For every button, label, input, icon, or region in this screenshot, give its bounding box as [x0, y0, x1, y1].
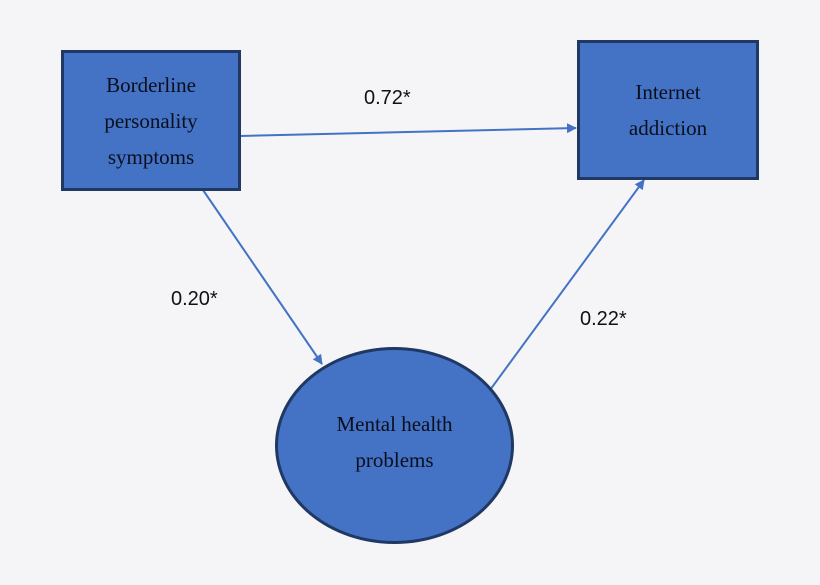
coefficient-borderline-mental: 0.20* — [171, 288, 218, 310]
node-label-line: Borderline — [106, 72, 196, 97]
coefficient-mental-internet: 0.22* — [580, 308, 627, 330]
node-label-line: problems — [355, 447, 434, 472]
node-label-line: symptoms — [107, 144, 195, 169]
node-mental-health-problems: Mental health problems — [275, 347, 514, 544]
node-borderline-personality-symptoms: Borderline personality symptoms — [61, 50, 241, 191]
node-label-line: Internet — [635, 80, 701, 104]
edge-mental-to-internet — [489, 179, 645, 391]
edge-borderline-to-mental — [202, 189, 323, 365]
node-label-line: addiction — [628, 116, 708, 140]
node-internet-addiction: Internet addiction — [577, 40, 759, 180]
coefficient-borderline-internet: 0.72* — [364, 87, 411, 109]
node-label-line: personality — [104, 108, 198, 133]
edge-borderline-to-internet — [239, 123, 577, 137]
node-label-line: Mental health — [336, 411, 453, 436]
